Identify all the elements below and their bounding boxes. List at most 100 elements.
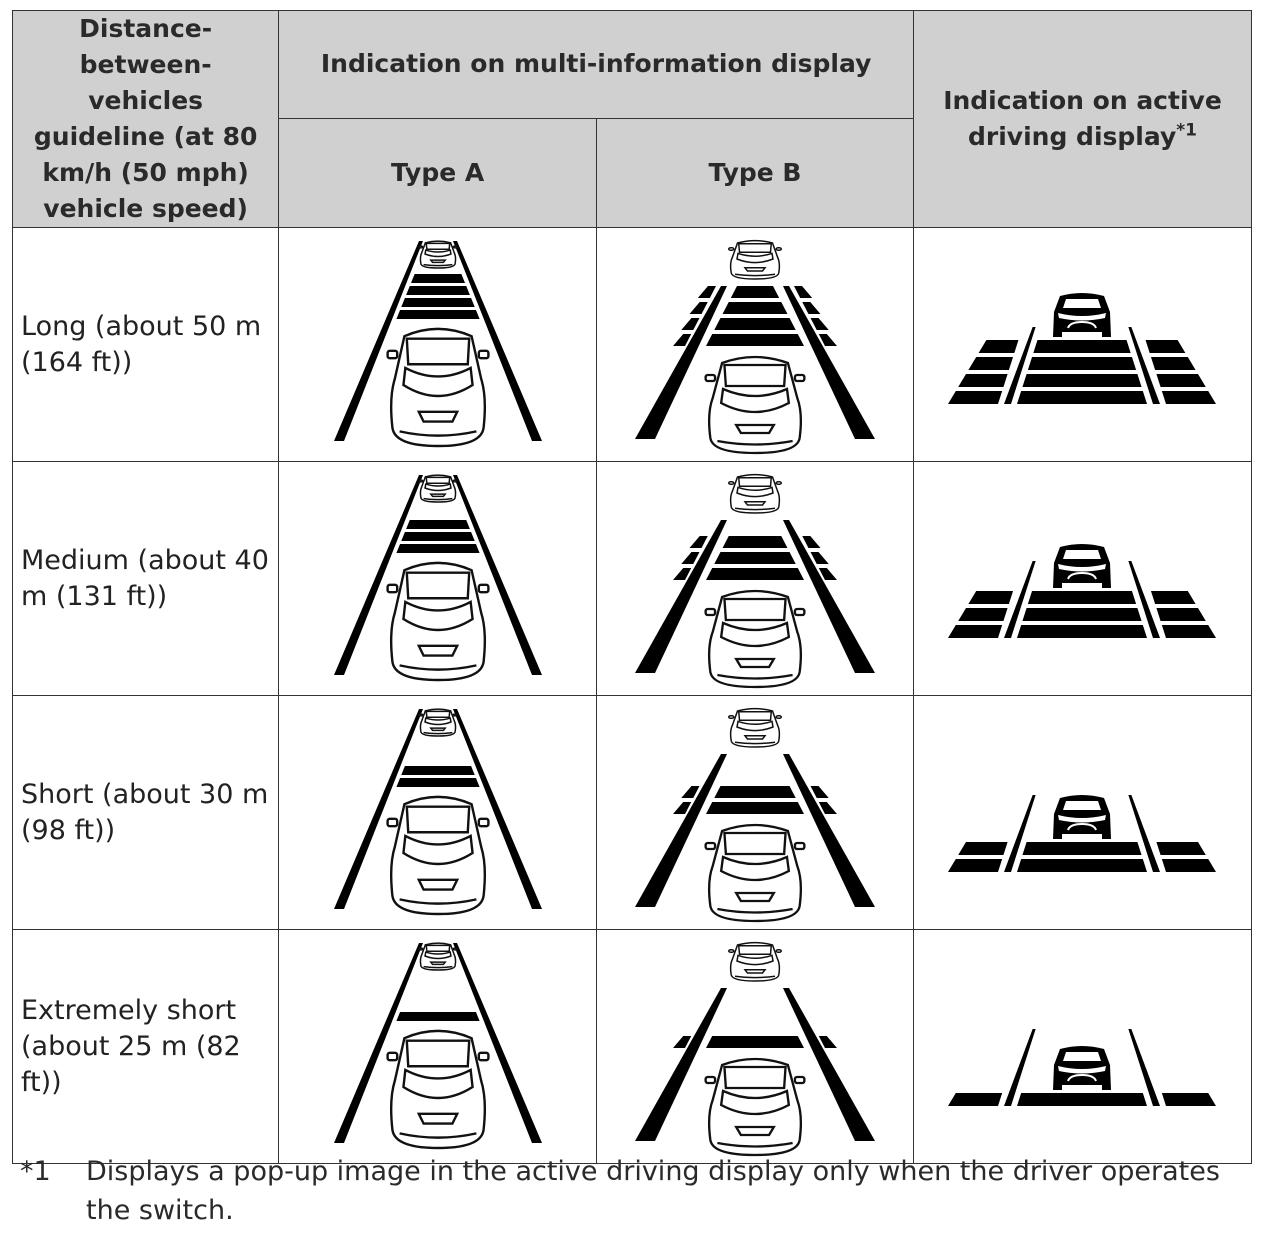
distance-bar-side: [681, 551, 700, 564]
distance-bar-side: [1156, 373, 1207, 387]
type-a-illustration-cell: [278, 695, 597, 930]
type-b-illustration: [634, 473, 875, 688]
type-a-illustration: [333, 473, 542, 681]
lane-line-left: [333, 708, 423, 909]
active-display-illustration: [948, 292, 1217, 404]
table-row: Extremely short (about 25 m (82 ft)): [11, 929, 1253, 1164]
distance-bar-side: [948, 390, 1003, 404]
distance-bar-side: [818, 333, 837, 346]
lane-line-right: [782, 285, 875, 439]
lane-line-left: [634, 987, 727, 1141]
type-a-illustration: [333, 941, 542, 1149]
lane-line-right: [1128, 1028, 1161, 1106]
type-b-illustration-cell: [595, 461, 914, 696]
lane-line-left: [333, 942, 423, 1143]
preceding-vehicle-icon: [727, 473, 782, 514]
distance-bar-side: [681, 317, 700, 330]
lane-line-left: [1004, 794, 1037, 872]
lane-line-right: [1128, 560, 1161, 638]
distance-bar: [396, 1011, 480, 1021]
distance-bar: [400, 765, 475, 775]
preceding-vehicle-icon: [417, 707, 458, 737]
header-type-a: Type A: [278, 117, 597, 229]
lane-line-left: [1004, 1028, 1037, 1106]
distance-bar-side: [793, 285, 813, 298]
distance-bar: [714, 317, 796, 330]
preceding-vehicle-icon: [1053, 1045, 1112, 1090]
preceding-vehicle-icon: [417, 473, 458, 503]
lane-line-right: [452, 240, 542, 441]
distance-bar-side: [1156, 841, 1207, 855]
distance-bar: [1022, 607, 1143, 621]
distance-label: Long (about 50 m (164 ft)): [11, 227, 280, 462]
distance-bar: [706, 801, 804, 814]
distance-bar-side: [810, 551, 829, 564]
distance-bar: [1022, 373, 1143, 387]
lane-line-right: [452, 942, 542, 1143]
distance-bar-side: [689, 301, 708, 314]
header-active-driving-display: Indication on active driving display*1: [912, 10, 1253, 228]
distance-bar-side: [802, 301, 821, 314]
distance-bar: [706, 567, 804, 580]
distance-label: Short (about 30 m (98 ft)): [11, 695, 280, 930]
distance-bar-side: [958, 373, 1009, 387]
preceding-vehicle-icon: [727, 941, 782, 982]
type-b-illustration-cell: [595, 227, 914, 462]
lane-line-left: [634, 753, 727, 907]
active-display-illustration: [948, 794, 1217, 872]
header-multi-information-display: Indication on multi-information display: [278, 10, 914, 119]
distance-bar: [706, 333, 804, 346]
lane-line-left: [634, 519, 727, 673]
lane-line-left: [634, 285, 727, 439]
distance-bar: [1017, 858, 1148, 872]
active-display-illustration-cell: [912, 461, 1253, 696]
distance-bar: [1017, 1092, 1148, 1106]
type-a-illustration: [333, 707, 542, 915]
lane-line-right: [1128, 326, 1161, 404]
distance-bar: [405, 519, 470, 529]
distance-bar-side: [979, 339, 1019, 353]
own-vehicle-icon: [704, 823, 806, 922]
footnote-mark: *1: [20, 1156, 51, 1187]
distance-bar-side: [968, 590, 1014, 604]
distance-bar-side: [818, 1035, 837, 1048]
distance-bar-side: [673, 1035, 692, 1048]
distance-bar-side: [948, 1092, 1003, 1106]
distance-bar: [1022, 841, 1143, 855]
distance-bar-side: [968, 356, 1014, 370]
distance-bar-side: [948, 858, 1003, 872]
distance-bar-side: [697, 285, 716, 298]
preceding-vehicle-icon: [417, 941, 458, 971]
distance-bar: [1017, 624, 1148, 638]
preceding-vehicle-icon: [1053, 292, 1112, 337]
distance-bar: [410, 273, 465, 283]
header-type-b: Type B: [595, 117, 914, 229]
distance-bar-side: [958, 607, 1009, 621]
lane-line-right: [1128, 794, 1161, 872]
distance-bar-side: [810, 785, 829, 798]
lane-line-left: [1004, 326, 1037, 404]
lane-line-left: [1004, 560, 1037, 638]
distance-bar: [722, 301, 788, 314]
active-display-illustration: [948, 1028, 1217, 1106]
distance-bar: [730, 285, 780, 298]
distance-bar-side: [810, 317, 829, 330]
active-display-illustration: [948, 543, 1217, 638]
footnote-ref: *1: [1176, 120, 1197, 141]
preceding-vehicle-icon: [417, 239, 458, 269]
distance-bar: [706, 1035, 804, 1048]
distance-bar-side: [673, 333, 692, 346]
table-row: Long (about 50 m (164 ft)): [11, 227, 1253, 462]
preceding-vehicle-icon: [727, 239, 782, 280]
lane-line-right: [782, 519, 875, 673]
own-vehicle-icon: [704, 355, 806, 454]
type-b-illustration: [634, 239, 875, 454]
distance-bar: [1028, 590, 1137, 604]
own-vehicle-icon: [386, 1029, 490, 1149]
type-b-illustration: [634, 707, 875, 922]
distance-bar-side: [689, 535, 708, 548]
distance-bar-side: [1162, 1092, 1217, 1106]
type-a-illustration-cell: [278, 461, 597, 696]
type-a-illustration: [333, 239, 542, 447]
own-vehicle-icon: [704, 1057, 806, 1156]
